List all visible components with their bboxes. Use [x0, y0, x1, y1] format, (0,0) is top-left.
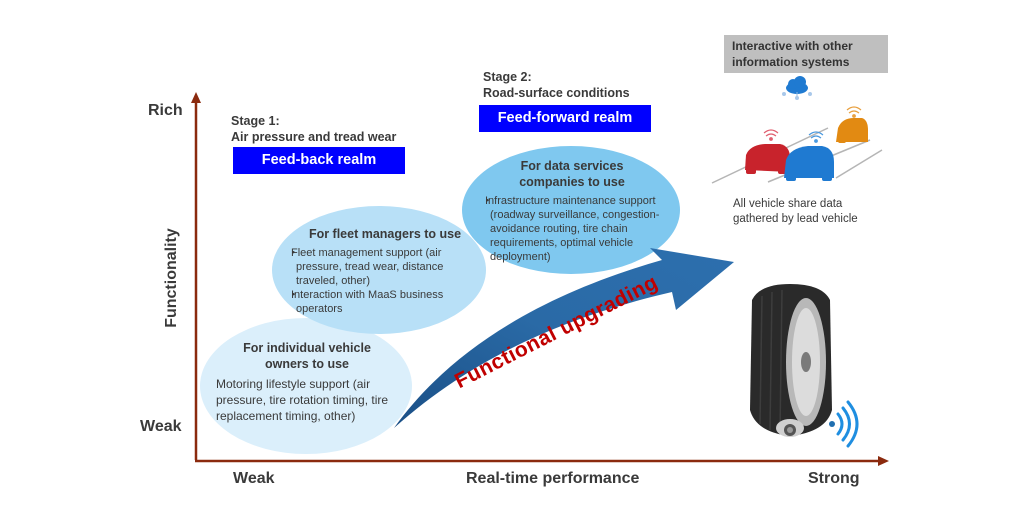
- stage1-title-line1: Stage 1:: [231, 114, 280, 128]
- feedforward-realm-label: Feed-forward realm: [479, 105, 651, 132]
- wifi-signal-icon: [763, 129, 779, 141]
- stage2-title-line1: Stage 2:: [483, 70, 532, 84]
- y-axis-high-label: Rich: [148, 102, 183, 119]
- stage2-title-line2: Road-surface conditions: [483, 86, 630, 100]
- data-services-body: Infrastructure maintenance support (road…: [482, 194, 674, 264]
- x-axis-low-label: Weak: [233, 470, 275, 487]
- stage1-title-line2: Air pressure and tread wear: [231, 130, 397, 144]
- fleet-managers-bullet: Fleet management support (air pressure, …: [288, 246, 468, 288]
- x-axis-arrowhead: [878, 456, 889, 466]
- car-icon: [784, 146, 834, 181]
- cloud-icon: [782, 76, 812, 100]
- individual-owners-ellipse: [200, 318, 412, 454]
- wireless-signal-icon: [829, 400, 859, 448]
- sensor-icon: [776, 419, 804, 437]
- interactive-systems-box: Interactive with other information syste…: [724, 35, 888, 73]
- y-axis-low-label: Weak: [140, 418, 182, 435]
- stage2-title: Stage 2: Road-surface conditions: [483, 69, 630, 101]
- data-services-bullet: Infrastructure maintenance support (road…: [482, 194, 674, 264]
- individual-owners-title: For individual vehicle owners to use: [222, 340, 392, 372]
- data-services-title-line2: companies to use: [519, 175, 625, 189]
- wifi-signal-icon: [846, 106, 862, 118]
- feedback-realm-label: Feed-back realm: [233, 147, 405, 174]
- y-axis-arrowhead: [191, 92, 201, 103]
- individual-owners-title-line2: owners to use: [264, 357, 350, 371]
- fleet-managers-title: For fleet managers to use: [308, 227, 462, 241]
- data-services-title: For data services companies to use: [490, 158, 654, 190]
- caption-line2: gathered by lead vehicle: [733, 213, 858, 225]
- x-axis-title: Real-time performance: [466, 470, 640, 487]
- wifi-signal-icon: [808, 131, 824, 143]
- stage1-title: Stage 1: Air pressure and tread wear: [231, 113, 396, 145]
- fleet-managers-bullet: Interaction with MaaS business operators: [288, 288, 468, 316]
- car-icon: [836, 118, 868, 143]
- individual-owners-body: Motoring lifestyle support (air pressure…: [216, 377, 389, 423]
- fleet-managers-body: Fleet management support (air pressure, …: [288, 246, 468, 316]
- interactive-systems-line2: information systems: [732, 55, 850, 69]
- caption-line1: All vehicle share data: [733, 198, 843, 210]
- x-axis-high-label: Strong: [808, 470, 860, 487]
- individual-owners-title-line1: For individual vehicle: [243, 341, 371, 355]
- tire-icon: [750, 284, 832, 436]
- connected-vehicles-caption: All vehicle share data gathered by lead …: [733, 197, 858, 227]
- interactive-systems-line1: Interactive with other: [732, 39, 853, 53]
- data-services-title-line1: For data services: [520, 159, 624, 173]
- arrow-body: [394, 248, 734, 428]
